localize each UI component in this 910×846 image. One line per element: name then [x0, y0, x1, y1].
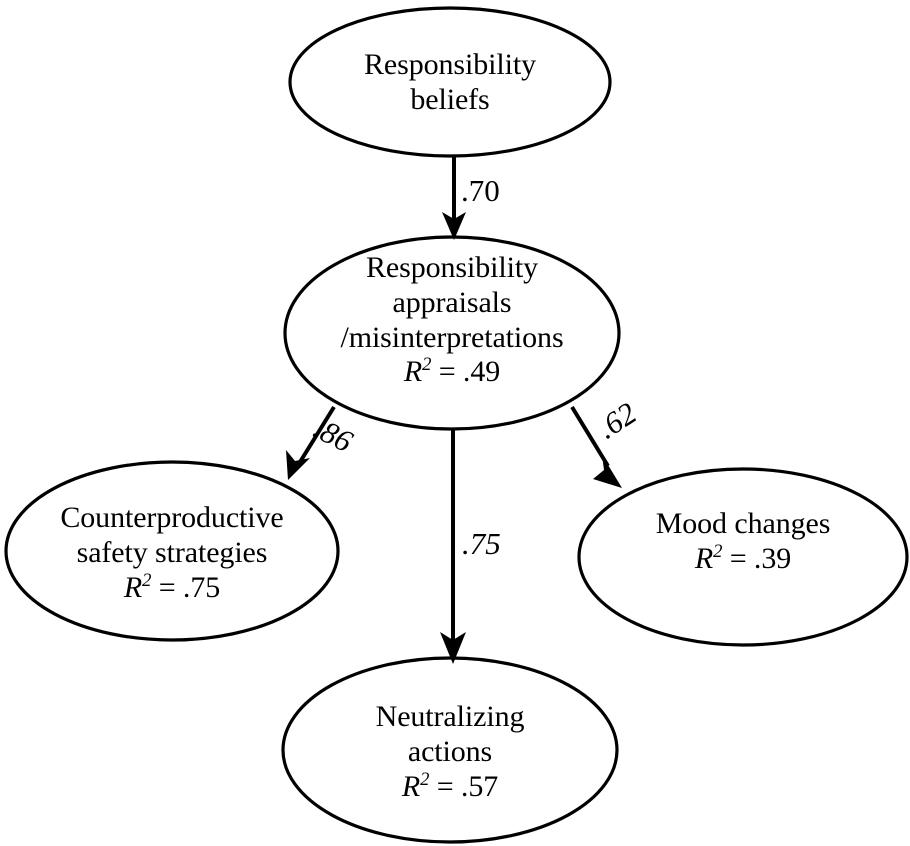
node-responsibility-appraisals-shape[interactable] — [283, 235, 621, 431]
edge-appraisals-to-safety-strategies[interactable] — [286, 405, 336, 480]
edge-label-appraisals-to-neutralizing: .75 — [462, 526, 501, 561]
node-responsibility-beliefs-shape[interactable] — [288, 6, 612, 158]
edge-appraisals-to-neutralizing[interactable] — [440, 429, 466, 664]
edge-beliefs-to-appraisals[interactable] — [442, 157, 466, 240]
edge-label-beliefs-to-appraisals: .70 — [461, 173, 500, 208]
edge-appraisals-to-mood-changes[interactable] — [570, 405, 622, 488]
node-mood-changes-shape[interactable] — [577, 467, 909, 647]
node-neutralizing-actions-shape[interactable] — [281, 656, 619, 844]
node-counterproductive-safety-strategies-shape[interactable] — [4, 460, 340, 642]
